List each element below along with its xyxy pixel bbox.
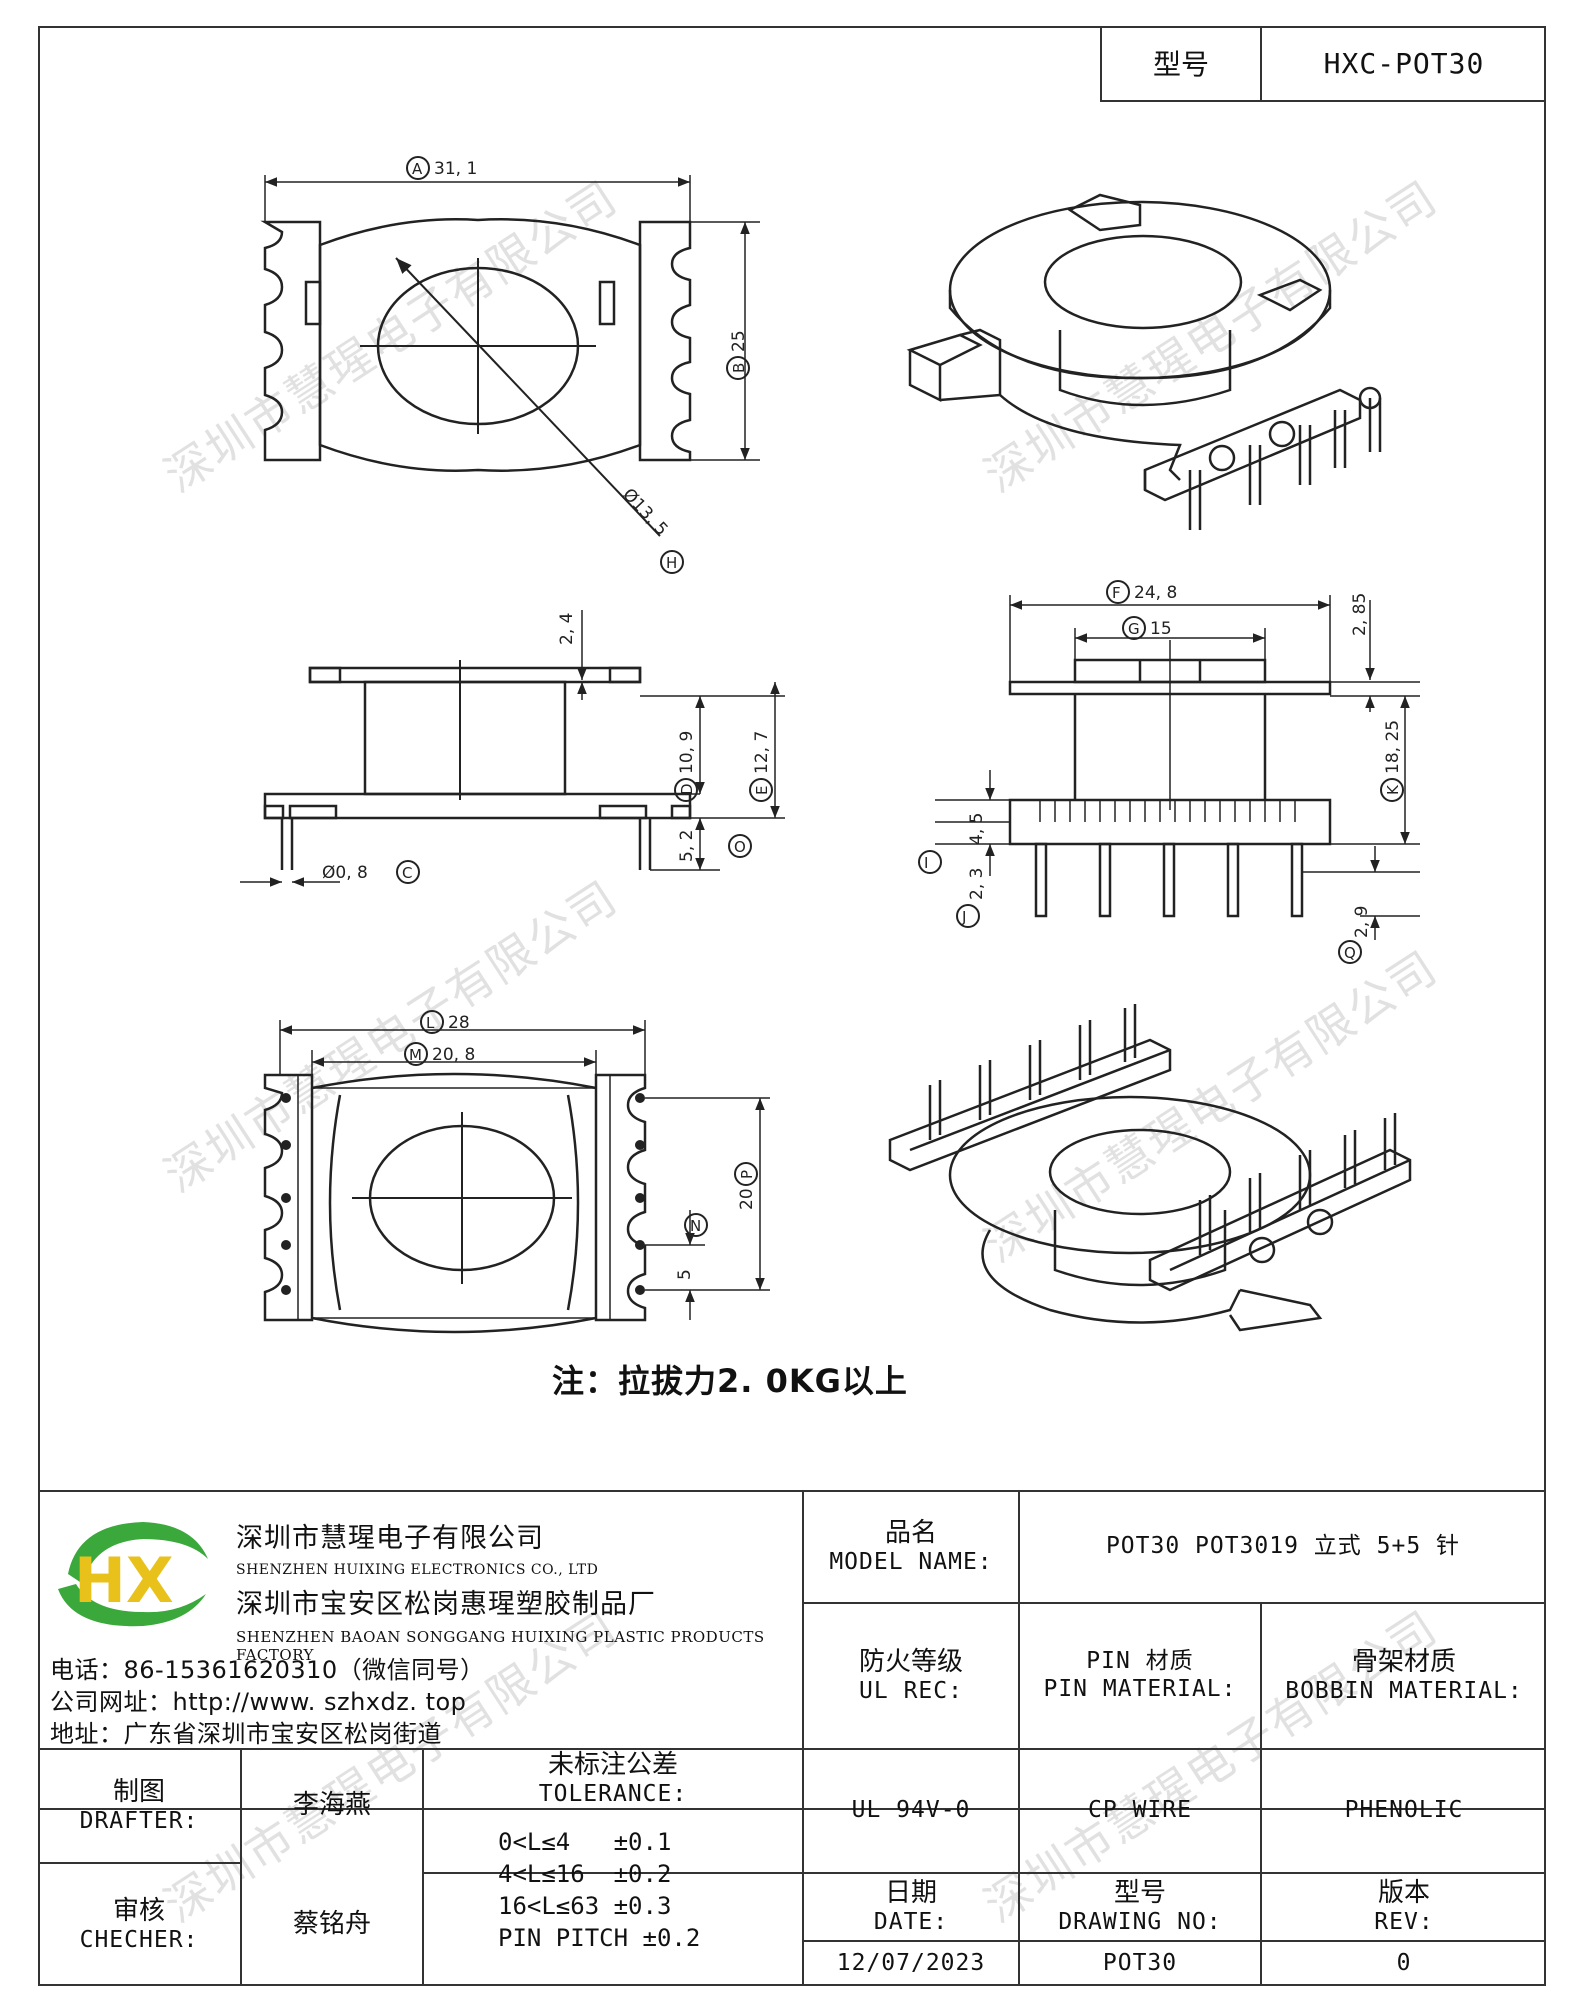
company-info: HX 深圳市慧瑆电子有限公司 SHENZHEN HUIXING ELECTRON… <box>38 1490 802 1748</box>
logo-text: HX <box>74 1544 174 1617</box>
bobbin-material-value: PHENOLIC <box>1344 1797 1464 1824</box>
tolerance-row: 0<L≤4 ±0.1 <box>498 1828 672 1856</box>
drawing-no-value: POT30 <box>1102 1950 1178 1977</box>
svg-text:G: G <box>1128 620 1140 638</box>
company-name-cn: 深圳市慧瑆电子有限公司 <box>236 1523 544 1554</box>
svg-text:Q: Q <box>1344 944 1356 962</box>
svg-text:B: B <box>730 363 748 373</box>
svg-text:H: H <box>666 554 677 572</box>
dim-Q: 2, 9 <box>1352 906 1372 938</box>
factory-name-en: SHENZHEN BAOAN SONGGANG HUIXING PLASTIC … <box>236 1628 765 1664</box>
dim-F: 24, 8 <box>1134 583 1177 603</box>
rev-value: 0 <box>1396 1950 1412 1977</box>
dim-K: 18, 25 <box>1383 720 1403 774</box>
dim-A: 31, 1 <box>434 159 477 179</box>
checker-value: 蔡铭舟 <box>292 1909 371 1940</box>
company-name-en: SHENZHEN HUIXING ELECTRONICS CO., LTD <box>236 1562 599 1578</box>
svg-text:O: O <box>734 838 746 856</box>
side-view-left <box>240 610 785 887</box>
dim-D: 10, 9 <box>677 731 697 774</box>
svg-text:P: P <box>738 1170 756 1179</box>
dim-H: Ø13, 5 <box>618 485 671 540</box>
dim-O: 5, 2 <box>677 830 697 862</box>
drawing-sheet-border <box>38 26 1546 1986</box>
svg-text:L: L <box>426 1014 435 1032</box>
date-value: 12/07/2023 <box>836 1950 986 1977</box>
dim-N: 5 <box>675 1269 695 1280</box>
svg-text:F: F <box>1112 584 1121 602</box>
company-logo: HX <box>58 1522 208 1627</box>
tolerance-table: 0<L≤4 ±0.1 4<L≤16 ±0.2 16<L≤63 ±0.3 PIN … <box>498 1826 700 1954</box>
dim-P: 20 <box>737 1188 757 1210</box>
dim-B: 25 <box>729 330 749 352</box>
technical-drawing: A 31, 1 B 25 Ø13, 5 H <box>240 156 1420 1334</box>
dim-G: 15 <box>1150 619 1172 639</box>
ul-rec-value: UL 94V-0 <box>851 1797 971 1824</box>
dim-L: 28 <box>448 1013 470 1033</box>
tolerance-row: 16<L≤63 ±0.3 <box>498 1892 672 1920</box>
tolerance-row: 4<L≤16 ±0.2 <box>498 1860 672 1888</box>
title-box-label: 型号 <box>1102 26 1262 100</box>
dim-2-4: 2, 4 <box>557 613 577 645</box>
svg-text:J: J <box>961 908 966 926</box>
svg-text:I: I <box>924 854 928 872</box>
title-box: 型号 HXC-POT30 <box>1100 26 1546 102</box>
dim-I: 4, 5 <box>967 813 987 845</box>
drafter-value: 李海燕 <box>292 1790 371 1821</box>
company-phone: 电话：86-15361620310（微信同号） <box>50 1656 485 1684</box>
side-view-right <box>935 595 1420 940</box>
dim-M: 20, 8 <box>432 1045 475 1065</box>
svg-text:N: N <box>690 1217 701 1235</box>
top-view-top <box>260 175 760 537</box>
bottom-view <box>263 1020 770 1334</box>
pull-force-note: 注：拉拔力2. 0KG以上 <box>552 1362 908 1400</box>
isometric-view-bottom <box>888 1004 1412 1332</box>
dim-2-85: 2, 85 <box>1350 593 1370 636</box>
dim-C: Ø0, 8 <box>322 863 368 883</box>
svg-text:D: D <box>678 783 696 795</box>
isometric-view-top <box>906 193 1382 530</box>
tolerance-row: PIN PITCH ±0.2 <box>498 1924 701 1952</box>
svg-text:M: M <box>409 1046 422 1064</box>
pin-material-value: CP WIRE <box>1088 1797 1192 1824</box>
svg-text:E: E <box>753 786 771 795</box>
title-box-value: HXC-POT30 <box>1323 46 1485 80</box>
dim-J: 2, 3 <box>967 868 987 900</box>
company-website: 公司网址：http://www. szhxdz. top <box>50 1688 467 1716</box>
factory-name-cn: 深圳市宝安区松岗惠瑆塑胶制品厂 <box>236 1589 656 1620</box>
svg-text:C: C <box>402 864 412 882</box>
company-address: 地址：广东省深圳市宝安区松岗街道 <box>50 1720 442 1748</box>
svg-text:A: A <box>412 160 423 178</box>
model-name-value: POT30 POT3019 立式 5+5 针 <box>1105 1533 1461 1560</box>
title-block: HX 深圳市慧瑆电子有限公司 SHENZHEN HUIXING ELECTRON… <box>38 1490 1546 1986</box>
dim-E: 12, 7 <box>752 731 772 774</box>
svg-text:K: K <box>1384 784 1402 795</box>
